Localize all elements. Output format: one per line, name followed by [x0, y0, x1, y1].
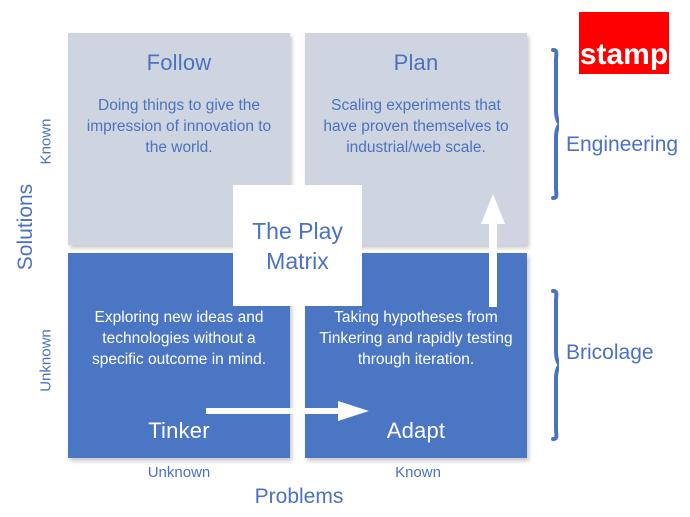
- x-axis-title: Problems: [254, 485, 344, 508]
- quadrant-plan-title: Plan: [393, 50, 439, 75]
- center-title-card: The Play Matrix: [233, 185, 362, 306]
- brace-bricolage-icon: [551, 289, 559, 441]
- arrow-right-tinker-to-adapt: [206, 401, 369, 421]
- quadrant-follow[interactable]: Follow Doing things to give the impressi…: [68, 33, 290, 245]
- page-title: The Play Matrix: [252, 217, 343, 274]
- y-axis-tick-unknown: Unknown: [37, 329, 55, 392]
- brace-engineering-icon: [551, 48, 559, 200]
- quadrant-plan-body: Scaling experiments that have proven the…: [323, 97, 509, 156]
- quadrant-adapt-body: Taking hypotheses from Tinkering and rap…: [319, 309, 513, 368]
- arrow-up-adapt-to-plan: [481, 194, 505, 307]
- group-label-engineering: Engineering: [566, 133, 679, 156]
- y-axis-tick-known: Known: [37, 118, 55, 165]
- quadrant-tinker-body: Exploring new ideas and technologies wit…: [91, 309, 267, 368]
- group-label-bricolage: Bricolage: [566, 341, 654, 364]
- quadrant-adapt-title: Adapt: [386, 418, 446, 443]
- stamp-logo-icon[interactable]: stamp: [565, 2, 683, 84]
- stamp-wordmark: stamp: [580, 38, 668, 71]
- quadrant-follow-title: Follow: [146, 50, 212, 75]
- x-axis-tick-known: Known: [395, 464, 441, 481]
- stamp-red-block: [579, 12, 669, 74]
- y-axis-title: Solutions: [14, 183, 37, 271]
- x-axis-tick-unknown: Unknown: [147, 464, 211, 481]
- quadrant-tinker-title: Tinker: [148, 418, 210, 443]
- quadrant-follow-body: Doing things to give the impression of i…: [86, 97, 272, 156]
